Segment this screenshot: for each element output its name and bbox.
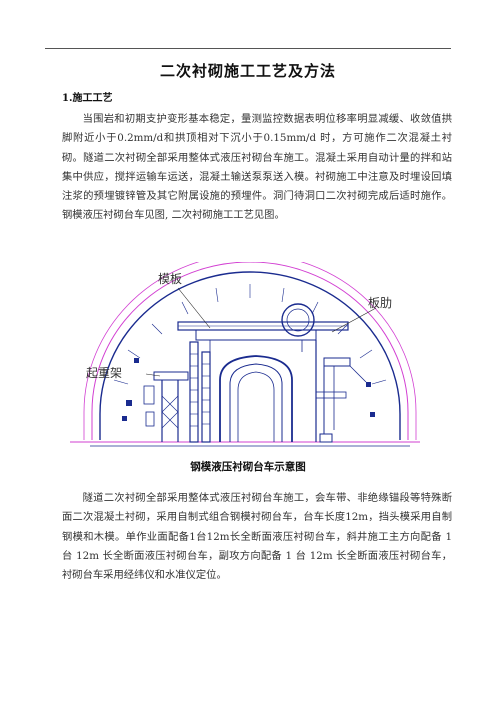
lining-trolley-figure: 模板 板肋 起重架 [70, 253, 420, 450]
paragraph-trolley-config: 隧道二次衬砌全部采用整体式液压衬砌台车施工，会车带、非绝缘锚段等特殊断面二次混凝… [62, 489, 452, 585]
figure-caption: 钢模液压衬砌台车示意图 [190, 461, 306, 473]
label-rib: 板肋 [368, 296, 393, 310]
paragraph-1-text: 当围岩和初期支护变形基本稳定，量测监控数据表明位移率明显减缓、收敛值拱脚附近小于… [62, 113, 452, 222]
document-title: 二次衬砌施工工艺及方法 [159, 62, 336, 80]
label-crane-frame: 起重架 [86, 366, 123, 380]
header-rule [45, 48, 451, 49]
section-heading: 1.施工工艺 [62, 93, 113, 104]
lining-trolley-drawing [70, 253, 420, 447]
paragraph-construction-process: 当围岩和初期支护变形基本稳定，量测监控数据表明位移率明显减缓、收敛值拱脚附近小于… [62, 110, 452, 226]
paragraph-2-text: 隧道二次衬砌全部采用整体式液压衬砌台车施工，会车带、非绝缘锚段等特殊断面二次混凝… [62, 492, 452, 582]
label-formwork: 模板 [158, 272, 183, 286]
